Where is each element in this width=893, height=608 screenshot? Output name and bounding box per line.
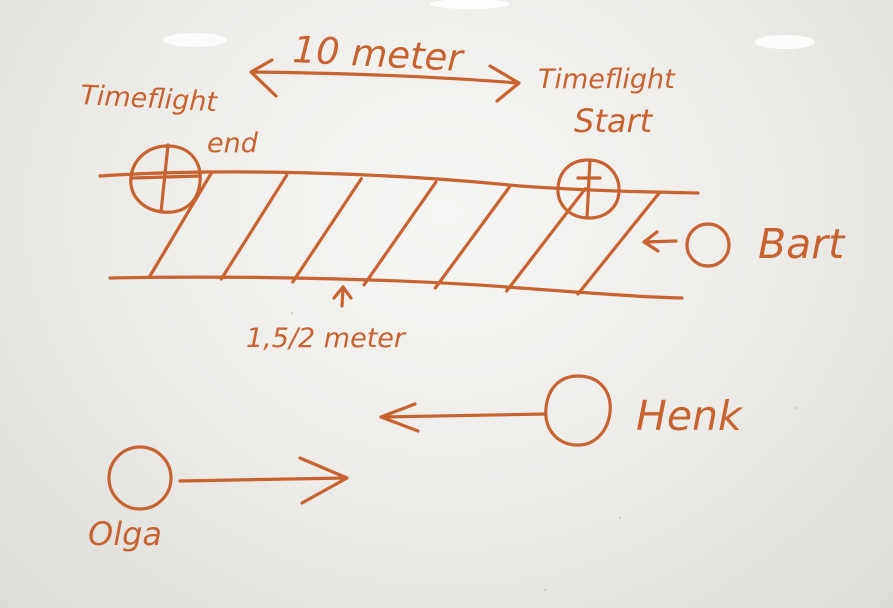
timeflight-start-label: Timeflight	[538, 64, 676, 95]
bart-arrow-head	[642, 230, 660, 253]
distance-arrow-head-right	[488, 64, 521, 103]
henk-label: Henk	[636, 392, 744, 440]
track-width-label: 1,5/2 meter	[246, 323, 407, 354]
olga-figure	[107, 445, 173, 511]
track-width-arrow	[340, 287, 345, 308]
henk-arrow-head	[379, 402, 420, 433]
henk-figure	[544, 374, 612, 447]
bart-label: Bart	[758, 220, 846, 268]
track-hatch-stroke	[148, 170, 214, 278]
end-marker-circle	[129, 144, 202, 214]
light-reflection	[755, 35, 815, 49]
distance-label: 10 meter	[292, 28, 467, 80]
henk-arrow	[380, 412, 548, 419]
board-speck	[794, 406, 798, 410]
light-reflection	[430, 0, 510, 9]
start-marker-circle	[556, 158, 621, 220]
track-hatch-stroke	[433, 183, 513, 290]
track-hatch-stroke	[505, 187, 587, 293]
olga-label: Olga	[88, 515, 162, 553]
track-hatch-stroke	[362, 180, 438, 287]
timeflight-start-label-line2: Start	[574, 102, 654, 140]
distance-arrow-head-left	[249, 58, 278, 98]
track-bottom-line	[108, 275, 684, 300]
track-hatch-stroke	[219, 173, 289, 281]
timeflight-start-marker	[556, 158, 621, 220]
track-width-arrow-head	[332, 285, 353, 300]
track-hatch-stroke	[576, 190, 662, 296]
board-speck	[290, 311, 294, 315]
timeflight-end-marker	[129, 143, 202, 214]
bart-figure	[685, 222, 731, 268]
distance-arrow	[250, 70, 520, 85]
timeflight-end-label-line2: end	[207, 128, 259, 159]
board-speck	[543, 588, 547, 592]
end-marker-cross-h	[131, 174, 201, 180]
bart-arrow	[642, 239, 678, 244]
olga-arrow	[178, 476, 348, 483]
track-hatch-stroke	[291, 177, 363, 284]
start-marker-cross-v	[585, 158, 592, 220]
board-speck	[618, 516, 622, 520]
timeflight-end-label: Timeflight	[80, 80, 220, 118]
light-reflection	[163, 33, 227, 47]
marker-drawing: 10 meter Timeflight end Timeflight Start…	[80, 28, 846, 553]
olga-arrow-head	[298, 456, 349, 505]
track-hatching	[148, 170, 662, 296]
